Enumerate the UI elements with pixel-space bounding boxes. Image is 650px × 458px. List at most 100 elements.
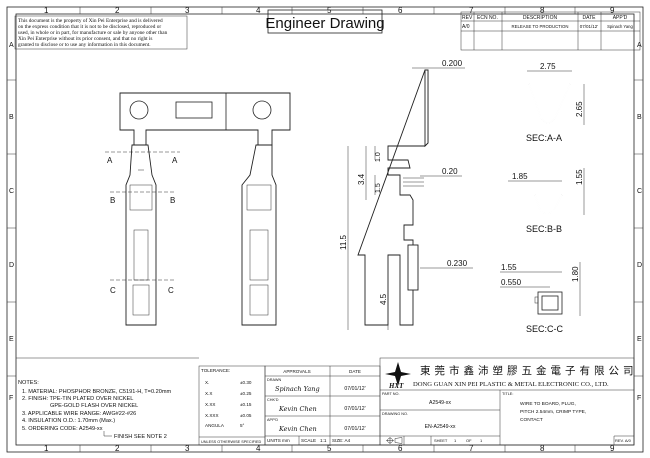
- signature-checked: Kevin Chen: [278, 405, 317, 413]
- page-title: Engineer Drawing: [265, 15, 384, 32]
- disclaimer-line: granted to disclose or to use any inform…: [18, 41, 151, 48]
- logo-text: HXT: [388, 382, 404, 390]
- row-c-right: C: [637, 188, 642, 195]
- approvals-date-heading: DATE: [349, 369, 361, 374]
- dim-1-80: 1.80: [571, 266, 580, 282]
- tolerance-key: ANGULA: [205, 423, 225, 428]
- part-no-label: PART NO.: [382, 392, 400, 396]
- note-item: GPE-GOLD FLASH OVER NICKEL: [50, 403, 138, 409]
- tolerance-heading: TOLERANCE:: [201, 368, 230, 373]
- col-9-bottom: 9: [610, 444, 615, 453]
- date-checked: 07/01/12': [344, 406, 365, 412]
- description-value: RELEASE TO PRODUCTION: [512, 24, 569, 29]
- description-header: DESCRIPTION: [523, 15, 558, 21]
- grid-rows: A B C D E F A B C D E F: [7, 42, 643, 402]
- tolerance-key: X.: [205, 380, 209, 385]
- dim-2-65: 2.65: [575, 101, 584, 117]
- dim-11-5: 11.5: [339, 234, 348, 250]
- col-4: 4: [256, 6, 261, 15]
- sheet-of: OF: [466, 438, 472, 443]
- row-a: A: [9, 42, 14, 49]
- dim-1-5: 1.5: [375, 183, 382, 193]
- row-e: E: [9, 336, 14, 343]
- section-label-b-right: B: [170, 196, 175, 205]
- signature-approved: Kevin Chen: [278, 425, 317, 433]
- role-approved: APP'D: [267, 418, 278, 422]
- col-1: 1: [44, 6, 49, 15]
- section-label-a-left: A: [107, 156, 113, 165]
- notes-heading: NOTES:: [18, 380, 39, 386]
- col-3: 3: [185, 6, 190, 15]
- note-item: 1. MATERIAL: PHOSPHOR BRONZE, C5191-H, T…: [22, 389, 171, 395]
- col-5-bottom: 5: [327, 444, 332, 453]
- col-2-bottom: 2: [115, 444, 120, 453]
- section-b-b: 1.85 1.55 SEC:B-B: [508, 168, 585, 234]
- dim-0-200: 0.200: [442, 59, 463, 68]
- dim-1-55-c: 1.55: [501, 263, 517, 272]
- row-f: F: [9, 395, 13, 402]
- tolerance-value: ±0.30: [240, 380, 252, 385]
- outer-border: [6, 6, 644, 453]
- section-label-c-right: C: [168, 286, 174, 295]
- disclaimer-line: This document is the property of Xin Pei…: [18, 17, 163, 24]
- date-drawn: 07/01/12': [344, 386, 365, 392]
- col-6-bottom: 6: [398, 444, 403, 453]
- company-block: HXT 東莞市鑫沛塑膠五金電子有限公司 DONG GUAN XIN PEI PL…: [379, 357, 635, 446]
- col-1-bottom: 1: [44, 444, 49, 453]
- disclaimer-line: Xin Pei Enterprise without its prior con…: [18, 36, 152, 42]
- sheet-current: 1: [454, 438, 457, 443]
- sec-a-a-label: SEC:A-A: [526, 133, 562, 143]
- row-d-right: D: [637, 262, 642, 269]
- dim-0-20: 0.20: [442, 167, 458, 176]
- section-label-a-right: A: [172, 156, 178, 165]
- dim-1-55: 1.55: [575, 169, 584, 185]
- side-view: 0.200 0.20 0.230 11.5 3.4 1.0 1.5 4.5: [339, 59, 473, 330]
- col-8: 8: [540, 6, 545, 15]
- units: UNITS mm: [267, 438, 290, 443]
- section-label-b-left: B: [110, 196, 115, 205]
- row-b: B: [9, 114, 14, 121]
- col-6: 6: [398, 6, 403, 15]
- dim-2-75: 2.75: [540, 62, 556, 71]
- tolerance-footer: UNLESS OTHERWISE SPECIFIED: [201, 440, 262, 444]
- dim-0-550: 0.550: [501, 278, 522, 287]
- grid-columns-top: 1 2 3 4 5 6 7 8 9: [44, 6, 615, 15]
- revision-table: REV ECN NO. DESCRIPTION DATE APP'D A/0 R…: [460, 11, 641, 51]
- col-7: 7: [469, 6, 474, 15]
- notes-callout: FINISH SEE NOTE 2: [114, 434, 167, 440]
- dim-0-230: 0.230: [447, 259, 468, 268]
- appd-header: APP'D: [613, 15, 628, 21]
- front-view: A A B B C C: [105, 92, 291, 326]
- disclaimer-line: on the express condition that it is not …: [18, 24, 161, 30]
- size: SIZE: A4: [332, 438, 351, 443]
- col-2: 2: [115, 6, 120, 15]
- note-item: 3. APPLICABLE WIRE RANGE: AWG#22-#26: [22, 411, 136, 417]
- appd-value: Spinach Yang: [607, 24, 633, 29]
- row-d: D: [9, 262, 14, 269]
- part-no-value: A2549-xx: [429, 400, 451, 406]
- col-5: 5: [327, 6, 332, 15]
- ecn-header: ECN NO.: [477, 15, 498, 21]
- date-header: DATE: [583, 15, 597, 21]
- row-c: C: [9, 188, 14, 195]
- note-item: 2. FINISH: TPE-TIN PLATED OVER NICKEL: [22, 396, 133, 402]
- col-7-bottom: 7: [469, 444, 474, 453]
- company-logo: HXT: [385, 362, 411, 390]
- dim-4-5: 4.5: [379, 293, 388, 305]
- row-e-right: E: [637, 336, 642, 343]
- approvals-heading: APPROVALS: [283, 369, 311, 374]
- note-item: 4. INSULATION O.D.: 1.70mm (Max.): [22, 418, 115, 424]
- section-a-a: 2.75 2.65 SEC:A-A: [526, 62, 585, 143]
- section-label-c-left: C: [110, 286, 116, 295]
- row-b-right: B: [637, 114, 642, 121]
- role-checked: CHK'D: [267, 398, 279, 402]
- dim-3-4: 3.4: [357, 173, 366, 185]
- date-value: 07/01/12': [580, 24, 599, 29]
- approvals-block: APPROVALS DATE DRAWN Spinach Yang 07/01/…: [264, 365, 381, 446]
- scale-value: 1:1: [320, 438, 327, 443]
- sec-c-c-label: SEC:C-C: [526, 324, 564, 334]
- tolerance-key: X.XXX: [205, 413, 219, 418]
- sheet-total: 1: [480, 438, 483, 443]
- tolerance-value: ±0.15: [240, 402, 252, 407]
